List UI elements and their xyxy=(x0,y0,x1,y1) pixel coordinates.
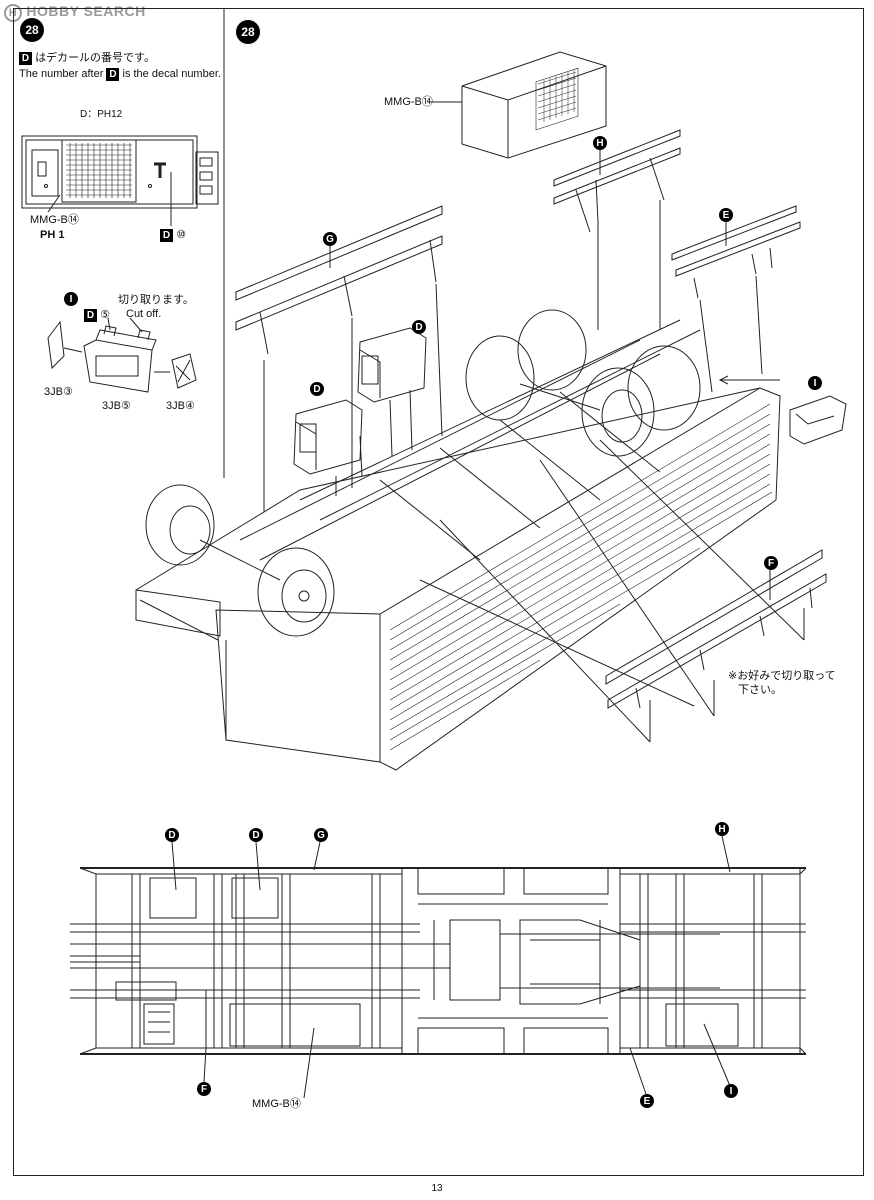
watermark-text: HOBBY SEARCH xyxy=(26,3,146,19)
bottom-crossmembers xyxy=(131,874,763,1048)
marker-f-bottom: F xyxy=(197,1082,211,1096)
left-d5-callout: D ⑤ xyxy=(84,309,110,322)
marker-i-left: I xyxy=(64,292,78,306)
step-number-left: 28 xyxy=(20,18,44,42)
marker-d-bottom-1: D xyxy=(165,828,179,842)
marker-d-main-1: D xyxy=(412,320,426,334)
marker-h-main: H xyxy=(593,136,607,150)
left-d10-callout: D ⑩ xyxy=(160,229,186,242)
bottom-leader-lines xyxy=(171,835,731,1099)
left-ph1-callout: PH 1 xyxy=(40,229,65,241)
battery-box-drawing xyxy=(47,317,197,393)
mmg-box-drawing xyxy=(430,51,607,159)
rail-e-drawing xyxy=(671,205,801,393)
marker-i-bottom: I xyxy=(724,1084,738,1098)
leader-lines xyxy=(419,439,805,743)
bottom-frame-rails xyxy=(70,923,806,999)
d-box-icon-3: D xyxy=(160,229,173,242)
label-3jb3: 3JB③ xyxy=(44,386,73,398)
bottom-view-drawing xyxy=(70,867,807,1055)
fuel-tanks-drawing xyxy=(293,327,427,496)
rail-h-drawing xyxy=(553,129,681,330)
optional-cut-note-2: 下さい。 xyxy=(738,684,782,696)
chassis-drawing xyxy=(135,319,781,771)
marker-d-bottom-2: D xyxy=(249,828,263,842)
decal-note-jp: はデカールの番号です。 xyxy=(35,52,155,64)
marker-g-bottom: G xyxy=(314,828,328,842)
marker-i-main: I xyxy=(808,376,822,390)
marker-f-main: F xyxy=(764,556,778,570)
d-box-icon: D xyxy=(19,52,32,65)
page-frame xyxy=(13,8,864,1176)
main-mmg-callout: MMG-B⑭ xyxy=(384,96,433,108)
step-number-main: 28 xyxy=(236,20,260,44)
left-mmg-callout: MMG-B⑭ xyxy=(30,214,79,226)
page-number: 13 xyxy=(431,1183,443,1194)
marker-h-bottom: H xyxy=(715,822,729,836)
decal-note-en-line: The number after D is the decal number. xyxy=(19,68,221,81)
rear-panel-drawing xyxy=(21,135,219,226)
decal-note-en-2: is the decal number. xyxy=(122,68,221,80)
cutoff-jp: 切り取ります。 xyxy=(118,294,194,306)
marker-g-main: G xyxy=(323,232,337,246)
cutoff-en: Cut off. xyxy=(126,308,162,320)
marker-d-main-2: D xyxy=(310,382,324,396)
battery-i-drawing xyxy=(718,375,847,445)
d-box-icon-4: D xyxy=(84,309,97,322)
decal-note-jp-line: D はデカールの番号です。 xyxy=(19,52,155,65)
bottom-center-axles xyxy=(417,867,720,1055)
d10-number: ⑩ xyxy=(176,229,186,241)
rail-f-drawing xyxy=(605,549,827,709)
decal-note-en-1: The number after xyxy=(19,68,104,80)
optional-cut-note-1: ※お好みで切り取って xyxy=(728,670,836,682)
wheels-drawing xyxy=(145,309,701,637)
rail-g-drawing xyxy=(235,205,443,512)
d-box-icon-2: D xyxy=(106,68,120,81)
bottom-mmg-label: MMG-B⑭ xyxy=(252,1098,301,1110)
small-decal-ref: D：PH12 xyxy=(80,109,123,120)
d5-number: ⑤ xyxy=(100,309,110,321)
marker-e-bottom: E xyxy=(640,1094,654,1108)
bottom-tanks xyxy=(115,877,739,1048)
label-3jb4: 3JB④ xyxy=(166,400,195,412)
label-3jb5: 3JB⑤ xyxy=(102,400,131,412)
marker-e-main: E xyxy=(719,208,733,222)
